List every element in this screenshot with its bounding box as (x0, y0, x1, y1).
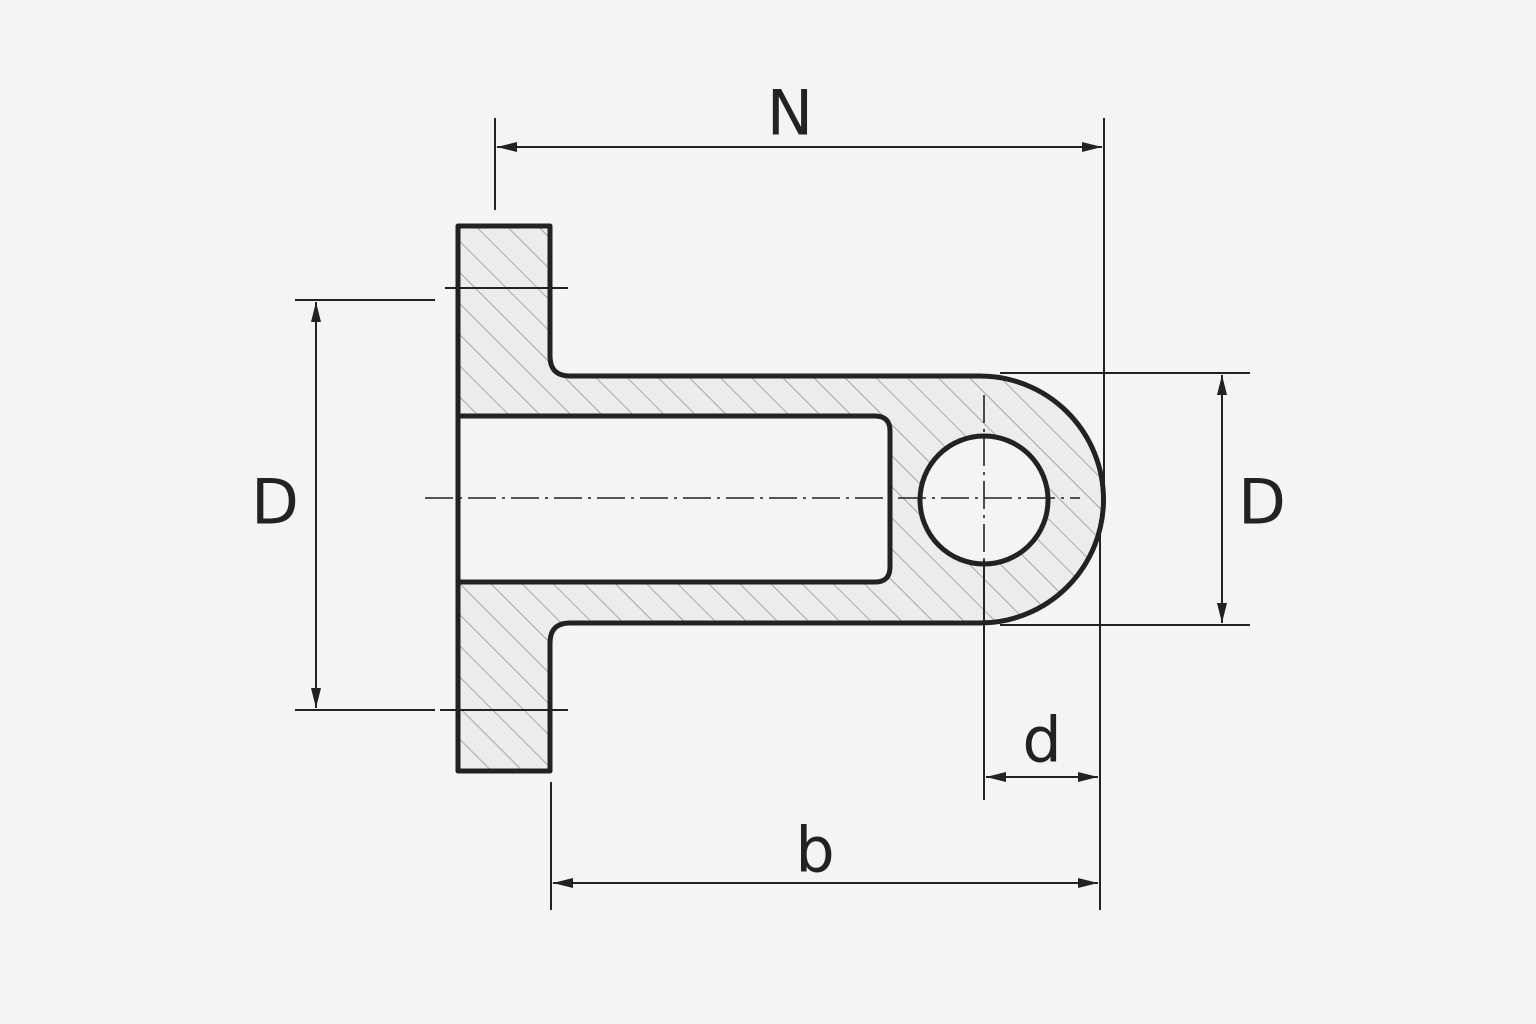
label-D-right: D (1238, 466, 1286, 539)
part-outline (455, 223, 1106, 774)
bore-outline (458, 413, 893, 585)
label-D-left: D (251, 466, 299, 539)
section-hatch (458, 226, 1104, 771)
label-b: b (795, 814, 834, 887)
label-d: d (1022, 704, 1061, 777)
extension-lines (295, 118, 1250, 910)
label-N: N (767, 77, 813, 150)
